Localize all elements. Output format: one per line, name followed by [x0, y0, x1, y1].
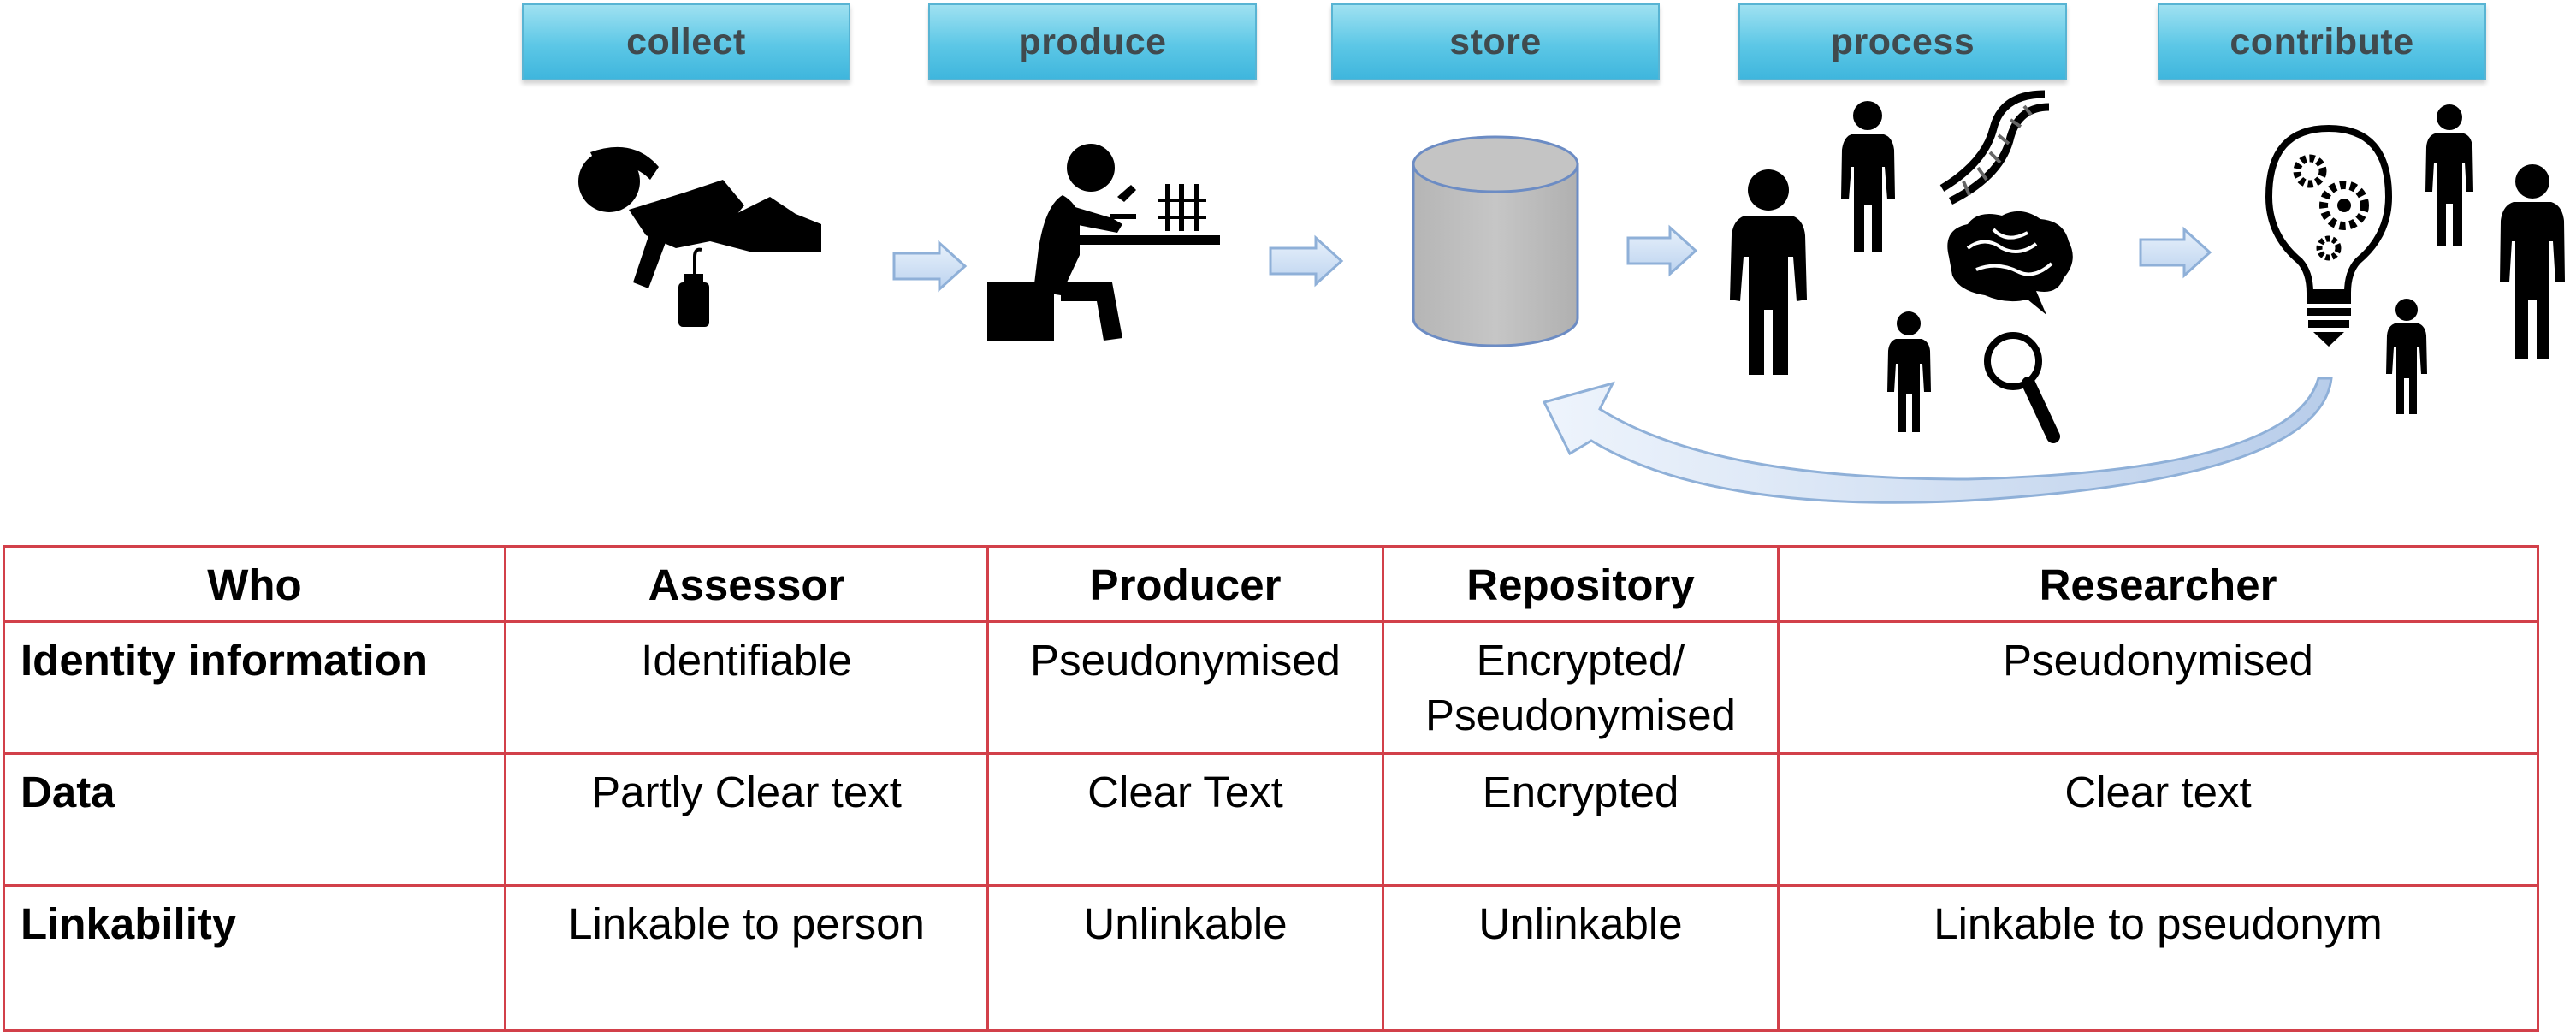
table-row-data: Data Partly Clear text Clear Text Encryp…: [3, 752, 2539, 887]
cell-data-repository: Encrypted: [1382, 752, 1780, 887]
flow-arrow-1: [892, 240, 968, 293]
header-who: Who: [3, 545, 506, 623]
cell-identity-assessor: Identifiable: [504, 620, 989, 755]
table-row-linkability: Linkability Linkable to person Unlinkabl…: [3, 884, 2539, 1032]
stage-label-produce: produce: [928, 3, 1257, 80]
cell-data-assessor: Partly Clear text: [504, 752, 989, 887]
flow-arrow-3: [1626, 224, 1698, 277]
return-arrow: [1542, 377, 2333, 504]
header-repository: Repository: [1382, 545, 1780, 623]
privacy-role-table: Who Assessor Producer Repository Researc…: [3, 545, 2539, 1032]
stage-label-contribute: contribute: [2158, 3, 2486, 80]
row-label-identity: Identity information: [3, 620, 506, 755]
stage-label-process: process: [1738, 3, 2067, 80]
header-researcher: Researcher: [1777, 545, 2539, 623]
cell-data-producer: Clear Text: [986, 752, 1384, 887]
flow-arrow-4: [2139, 226, 2212, 279]
row-label-linkability: Linkability: [3, 884, 506, 1032]
data-flow-diagram: [578, 90, 2565, 504]
cell-link-repository: Unlinkable: [1382, 884, 1780, 1032]
stage-label-collect: collect: [522, 3, 850, 80]
cell-identity-researcher: Pseudonymised: [1777, 620, 2539, 755]
patient-sample-icon: [578, 146, 821, 327]
cell-data-researcher: Clear text: [1777, 752, 2539, 887]
table-row-identity: Identity information Identifiable Pseudo…: [3, 620, 2539, 755]
header-assessor: Assessor: [504, 545, 989, 623]
stage-label-store: store: [1331, 3, 1660, 80]
flow-arrow-2: [1269, 234, 1344, 288]
table-header-row: Who Assessor Producer Repository Researc…: [3, 545, 2539, 623]
privacy-table: Who Assessor Producer Repository Researc…: [3, 545, 2539, 1032]
lab-technician-icon: [987, 144, 1220, 341]
cell-link-producer: Unlinkable: [986, 884, 1384, 1032]
lightbulb-gears-icon: [2265, 104, 2565, 414]
header-producer: Producer: [986, 545, 1384, 623]
database-cylinder-icon: [1412, 135, 1579, 347]
cell-link-assessor: Linkable to person: [504, 884, 989, 1032]
cell-identity-producer: Pseudonymised: [986, 620, 1384, 755]
researchers-analysis-icon: [1730, 90, 2073, 443]
row-label-data: Data: [3, 752, 506, 887]
cell-identity-repository: Encrypted/ Pseudonymised: [1382, 620, 1780, 755]
cell-link-researcher: Linkable to pseudonym: [1777, 884, 2539, 1032]
